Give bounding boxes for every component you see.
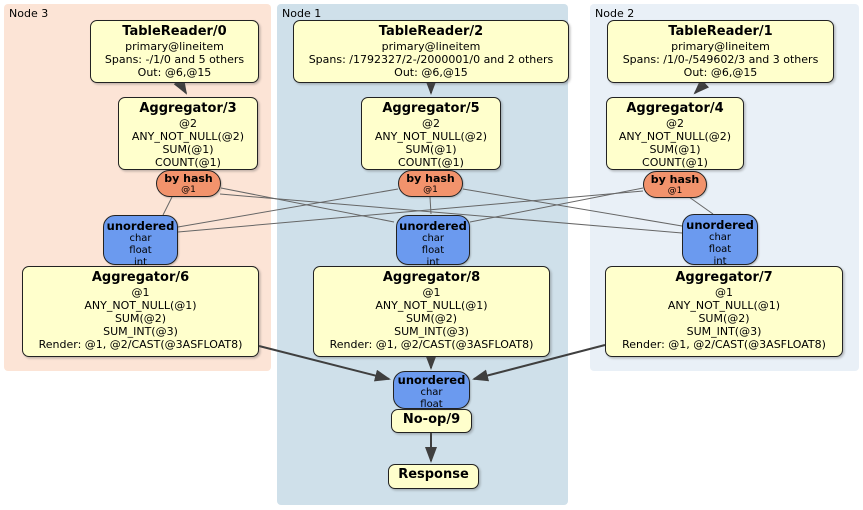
processor-title: Aggregator/8 (382, 270, 481, 285)
agg-fn: SUM(@1) (162, 143, 214, 156)
sync-type: int (713, 256, 727, 267)
router-label: by hash (650, 173, 700, 186)
processor-spans: Spans: /1792327/2-/2000001/0 and 2 other… (308, 53, 554, 66)
agg-render: Render: @1, @2/CAST(@3ASFLOAT8) (329, 338, 534, 351)
node1-label: Node 1 (282, 7, 322, 20)
sync-unordered-node1: unordered char float int (396, 215, 470, 268)
sync-label: unordered (399, 219, 467, 233)
processor-title: TableReader/0 (122, 24, 227, 39)
sync-type: float (420, 399, 443, 410)
sync-type: char (420, 387, 443, 398)
router-columns: @1 (181, 185, 196, 195)
agg-fn: COUNT(@1) (398, 156, 464, 169)
processor-spans: Spans: /1/0-/549602/3 and 3 others (622, 53, 819, 66)
processor-title: Aggregator/5 (382, 101, 480, 116)
processor-aggregator-6: Aggregator/6 @1 ANY_NOT_NULL(@1) SUM(@2)… (22, 266, 259, 357)
processor-tablereader-2: TableReader/2 primary@lineitem Spans: /1… (293, 20, 569, 83)
sync-label: unordered (397, 373, 466, 387)
processor-tablereader-1: TableReader/1 primary@lineitem Spans: /1… (607, 20, 834, 83)
processor-out: Out: @6,@15 (137, 66, 212, 79)
agg-group-cols: @2 (422, 117, 440, 130)
agg-fn: SUM(@1) (649, 143, 701, 156)
processor-aggregator-3: Aggregator/3 @2 ANY_NOT_NULL(@2) SUM(@1)… (118, 97, 258, 170)
sync-type: char (129, 233, 152, 244)
processor-aggregator-8: Aggregator/8 @1 ANY_NOT_NULL(@1) SUM(@2)… (313, 266, 550, 357)
processor-out: Out: @6,@15 (683, 66, 758, 79)
processor-out: Out: @6,@15 (394, 66, 468, 79)
processor-title: Aggregator/6 (91, 270, 190, 285)
sync-label: unordered (106, 219, 175, 233)
router-by-hash-node2: by hash @1 (643, 171, 707, 198)
processor-title: Response (398, 467, 469, 482)
agg-group-cols: @2 (179, 117, 197, 130)
processor-title: No-op/9 (402, 412, 461, 427)
processor-index: primary@lineitem (671, 40, 770, 53)
agg-fn: SUM(@2) (698, 312, 750, 325)
agg-fn: SUM(@1) (405, 143, 457, 156)
processor-title: Aggregator/3 (139, 101, 237, 116)
processor-title: Aggregator/7 (675, 270, 773, 285)
agg-group-cols: @1 (131, 286, 150, 299)
agg-fn: SUM_INT(@3) (103, 325, 178, 338)
processor-aggregator-7: Aggregator/7 @1 ANY_NOT_NULL(@1) SUM(@2)… (605, 266, 843, 357)
processor-noop-9: No-op/9 (391, 409, 472, 433)
agg-fn: ANY_NOT_NULL(@2) (131, 130, 245, 143)
sync-unordered-final: unordered char float (393, 371, 470, 410)
processor-title: TableReader/2 (378, 24, 484, 39)
sync-type: char (421, 233, 445, 244)
agg-fn: ANY_NOT_NULL(@2) (374, 130, 488, 143)
router-columns: @1 (423, 185, 438, 195)
router-label: by hash (164, 172, 213, 185)
processor-index: primary@lineitem (125, 40, 224, 53)
agg-fn: SUM(@2) (114, 312, 167, 325)
sync-type: float (129, 245, 152, 256)
processor-spans: Spans: -/1/0 and 5 others (104, 53, 245, 66)
node2-label: Node 2 (595, 7, 635, 20)
agg-fn: COUNT(@1) (642, 156, 708, 169)
processor-tablereader-0: TableReader/0 primary@lineitem Spans: -/… (90, 20, 259, 83)
response-node: Response (388, 464, 479, 489)
sync-type: float (708, 244, 732, 255)
agg-fn: ANY_NOT_NULL(@1) (84, 299, 197, 312)
processor-aggregator-5: Aggregator/5 @2 ANY_NOT_NULL(@2) SUM(@1)… (361, 97, 501, 170)
agg-render: Render: @1, @2/CAST(@3ASFLOAT8) (38, 338, 243, 351)
sync-unordered-node3: unordered char float int (103, 215, 178, 268)
agg-fn: SUM(@2) (405, 312, 458, 325)
processor-title: Aggregator/4 (626, 101, 724, 116)
agg-fn: SUM_INT(@3) (394, 325, 469, 338)
agg-fn: COUNT(@1) (155, 156, 221, 169)
router-by-hash-node1: by hash @1 (398, 170, 463, 197)
router-label: by hash (406, 172, 455, 185)
agg-group-cols: @1 (715, 286, 733, 299)
sync-type: char (708, 232, 732, 243)
agg-render: Render: @1, @2/CAST(@3ASFLOAT8) (622, 338, 826, 351)
sync-type: int (133, 257, 148, 268)
processor-index: primary@lineitem (381, 40, 481, 53)
sync-label: unordered (686, 218, 754, 232)
agg-fn: ANY_NOT_NULL(@1) (375, 299, 488, 312)
router-by-hash-node3: by hash @1 (156, 170, 221, 197)
node3-label: Node 3 (9, 7, 49, 20)
agg-fn: SUM_INT(@3) (686, 325, 762, 338)
sync-type: float (421, 245, 445, 256)
processor-aggregator-4: Aggregator/4 @2 ANY_NOT_NULL(@2) SUM(@1)… (606, 97, 744, 170)
processor-title: TableReader/1 (668, 24, 773, 39)
sync-type: int (426, 257, 440, 268)
sync-unordered-node2: unordered char float int (682, 214, 758, 267)
router-columns: @1 (667, 186, 683, 196)
agg-group-cols: @1 (422, 286, 441, 299)
agg-fn: ANY_NOT_NULL(@2) (618, 130, 732, 143)
agg-fn: ANY_NOT_NULL(@1) (667, 299, 781, 312)
agg-group-cols: @2 (666, 117, 684, 130)
